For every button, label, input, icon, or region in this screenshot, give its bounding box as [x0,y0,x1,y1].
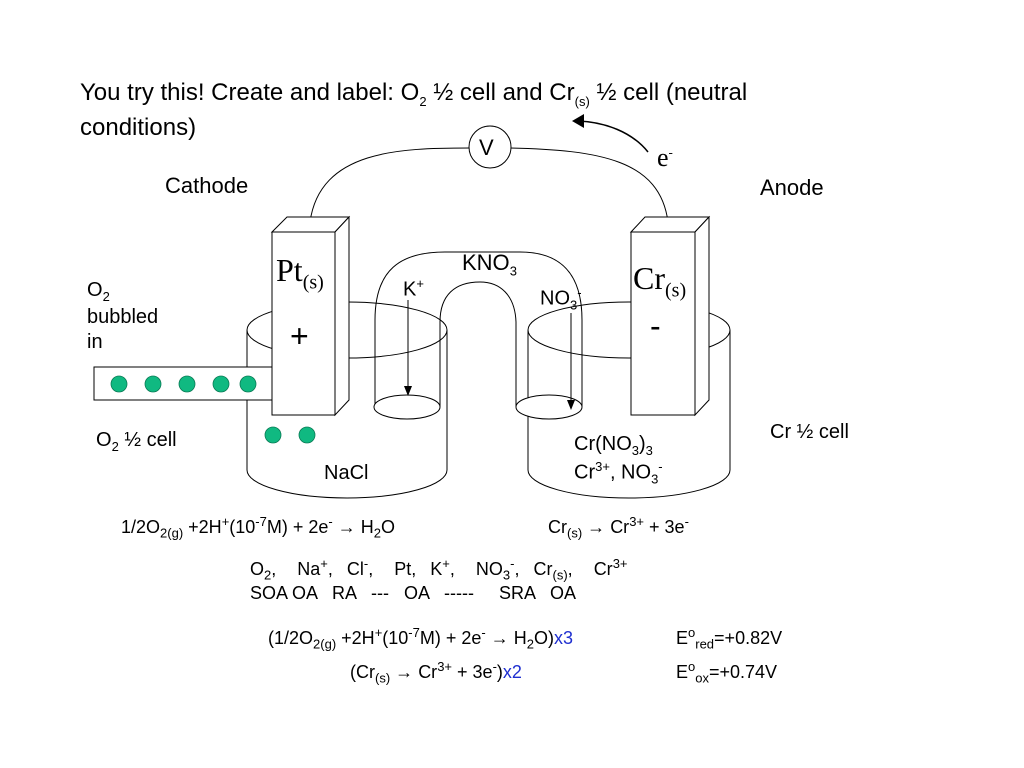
voltmeter-label: V [479,135,494,160]
electron-arrowhead [572,114,584,128]
pt-electrode-label: Pt(s) [276,252,324,294]
reduction-half-reaction: 1/2O2(g) +2H+(10-7M) + 2e- → H2O [121,514,395,541]
left-beaker-body [246,330,448,499]
voltmeter-circle [468,125,512,169]
e-ox-value: Eoox=+0.74V [676,659,778,686]
o2-bubble [110,375,128,393]
species-roles: SOA OA RA --- OA ----- SRA OA [250,583,577,603]
o2-half-cell-label: O2 ½ cell [96,429,177,454]
o2-bubbled-label: O2 bubbled in [87,279,159,354]
cathode-sign: + [290,318,309,354]
anode-sign: - [650,308,661,344]
cr-electrode-label: Cr(s) [633,260,687,302]
oxidation-half-reaction: Cr(s) → Cr3+ + 3e- [548,514,689,541]
cr-electrode-side [694,215,710,417]
o2-bubble [264,426,282,444]
o2-bubble [178,375,196,393]
electron-flow-arrow [577,120,649,153]
species-list: O2, Na+, Cl-, Pt, K+, NO3-, Cr(s), Cr3+ [250,556,628,583]
cathode-label: Cathode [165,173,249,198]
o2-bubble [144,375,162,393]
salt-bridge-label: KNO3 [462,250,517,279]
o2-bubble [239,375,257,393]
k-ion-label: K+ [403,276,424,301]
k-ion-arrowhead [404,386,412,396]
multiplier-x2: x2 [502,662,522,682]
right-beaker-body [527,330,731,499]
pt-electrode-side [334,215,350,417]
cr-half-cell-label: Cr ½ cell [770,421,849,443]
o2-bubble [212,375,230,393]
nacl-label: NaCl [324,462,369,484]
anode-label: Anode [760,175,824,200]
salt-bridge-outer [374,251,583,407]
balanced-oxidation: (Cr(s) → Cr3+ + 3e-)x2 [350,659,522,686]
no3-ion-arrowhead [567,400,575,410]
external-wire [309,147,471,223]
balanced-reduction: (1/2O2(g) +2H+(10-7M) + 2e- → H2O)x3 [268,625,573,652]
electron-label: e- [657,143,673,172]
page-title: You try this! Create and label: O2 ½ cel… [80,79,748,141]
cr-solution-label: Cr(NO3)3 Cr3+, NO3- [574,433,663,487]
salt-bridge-right-mouth [515,394,583,420]
e-red-value: Eored=+0.82V [676,625,783,652]
right-beaker-rim [527,301,731,359]
o2-bubble [298,426,316,444]
no3-ion-label: NO3- [540,285,582,313]
multiplier-x3: x3 [553,628,573,648]
salt-bridge-inner [439,281,517,407]
salt-bridge-left-mouth [373,394,441,420]
external-wire-right [509,147,669,223]
